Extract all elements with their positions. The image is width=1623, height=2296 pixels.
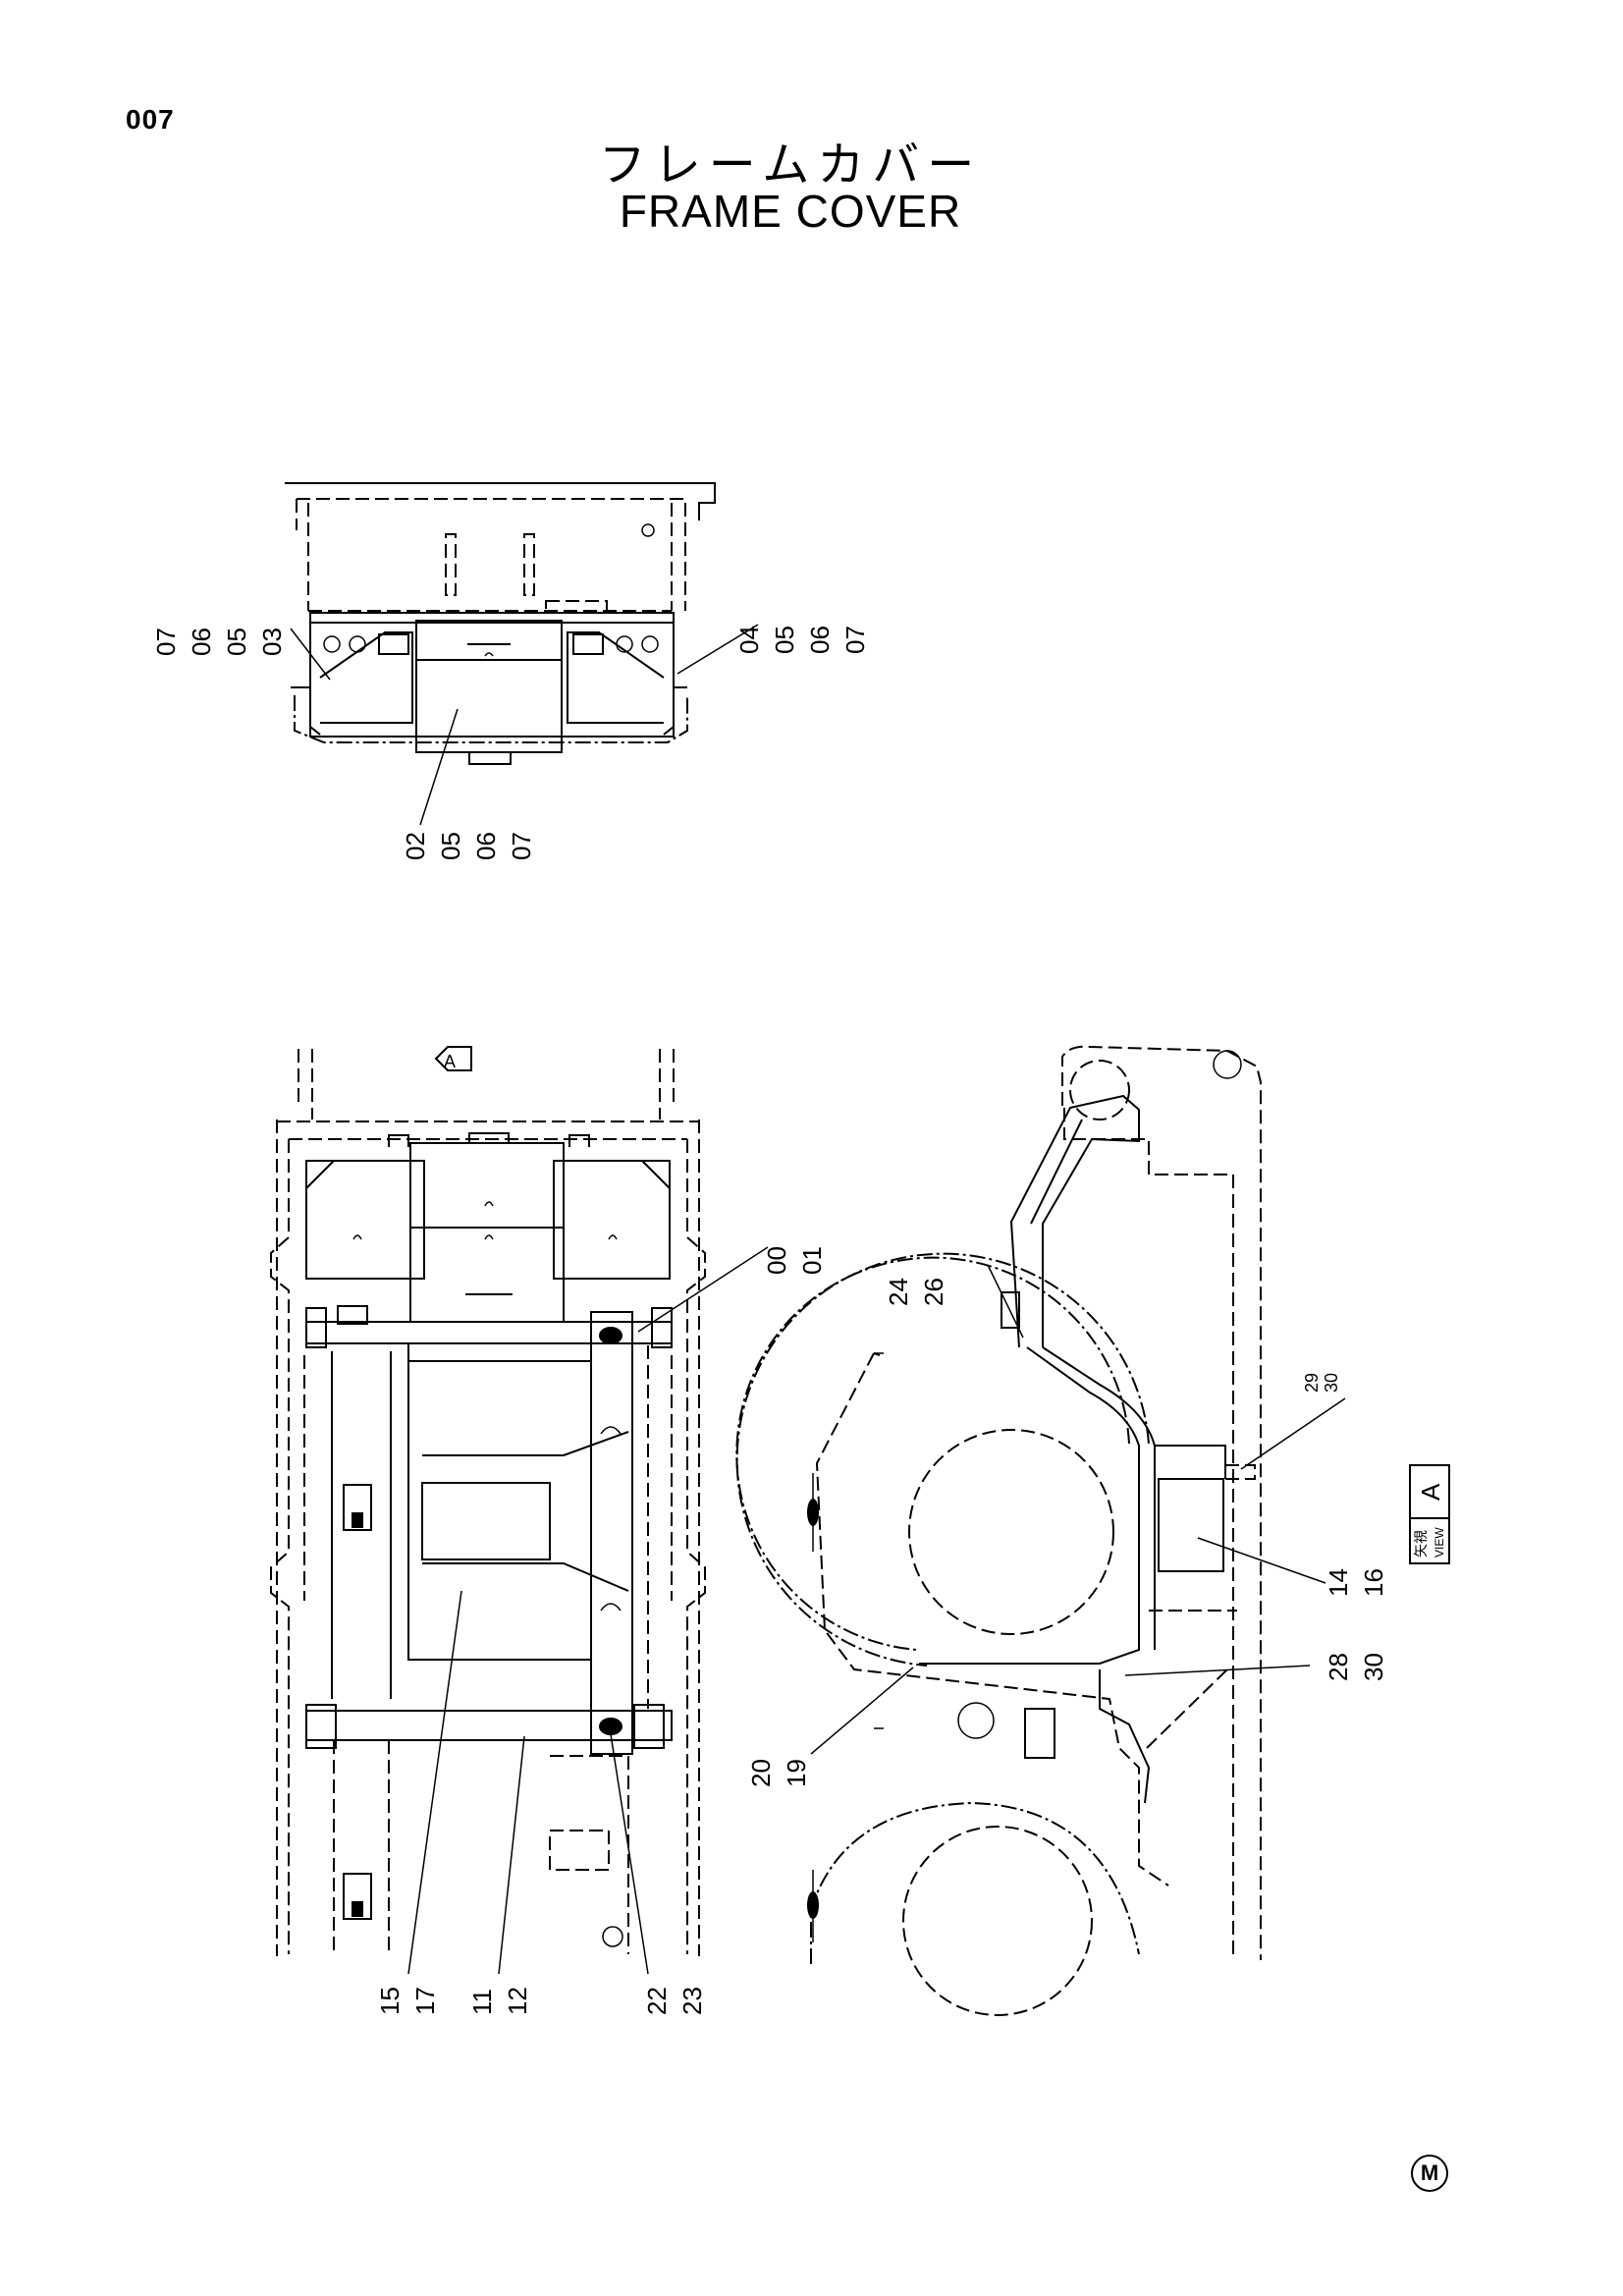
svg-text:04: 04 xyxy=(734,626,764,654)
svg-text:06: 06 xyxy=(471,832,501,860)
svg-text:07: 07 xyxy=(151,628,181,656)
svg-text:A: A xyxy=(444,1052,456,1071)
svg-text:14: 14 xyxy=(1324,1568,1353,1597)
view-a-label: 矢視 VIEW A xyxy=(1414,1483,1446,1558)
label-side-s1: 24 26 xyxy=(884,1278,948,1306)
svg-text:07: 07 xyxy=(507,832,536,860)
title-english: FRAME COVER xyxy=(619,186,962,237)
svg-text:11: 11 xyxy=(467,1989,497,2015)
svg-text:05: 05 xyxy=(222,628,251,656)
svg-text:VIEW: VIEW xyxy=(1433,1527,1446,1558)
svg-text:12: 12 xyxy=(503,1987,532,2015)
svg-text:23: 23 xyxy=(677,1987,707,2015)
top-view xyxy=(285,482,759,826)
page-number: 007 xyxy=(126,104,175,135)
svg-text:05: 05 xyxy=(436,832,465,860)
svg-text:20: 20 xyxy=(746,1759,776,1787)
label-side-s3: 14 16 xyxy=(1324,1568,1388,1597)
svg-text:00: 00 xyxy=(762,1246,791,1275)
svg-text:19: 19 xyxy=(782,1759,811,1787)
svg-text:30: 30 xyxy=(1359,1653,1388,1681)
svg-text:矢視: 矢視 xyxy=(1414,1530,1430,1558)
label-plan-b3: 22 23 xyxy=(642,1987,707,2015)
side-view xyxy=(735,1045,1450,2016)
plan-view: A xyxy=(270,1046,769,1975)
label-top-left: 03 05 06 07 xyxy=(151,628,287,656)
svg-text:06: 06 xyxy=(187,628,216,656)
label-plan-b2: 11 12 xyxy=(467,1987,532,2015)
label-plan-right: 00 01 xyxy=(762,1246,827,1275)
label-plan-b1: 15 17 xyxy=(375,1987,440,2015)
svg-text:30: 30 xyxy=(1322,1373,1341,1393)
svg-text:05: 05 xyxy=(770,626,799,654)
label-top-bottom: 02 05 06 07 xyxy=(401,832,536,860)
label-top-right: 04 05 06 07 xyxy=(734,626,870,654)
svg-text:24: 24 xyxy=(884,1278,913,1306)
label-side-s5: 20 19 xyxy=(746,1759,811,1787)
svg-text:02: 02 xyxy=(401,832,430,860)
corner-m-mark: M xyxy=(1411,2155,1448,2192)
svg-text:22: 22 xyxy=(642,1987,672,2015)
label-side-s2: 29 30 xyxy=(1302,1373,1341,1393)
svg-text:15: 15 xyxy=(375,1987,405,2015)
svg-text:26: 26 xyxy=(919,1278,948,1306)
title-japanese: フレームカバー xyxy=(598,137,983,192)
svg-text:16: 16 xyxy=(1359,1568,1388,1597)
svg-text:28: 28 xyxy=(1324,1653,1353,1681)
label-side-s4: 28 30 xyxy=(1324,1653,1388,1681)
svg-text:03: 03 xyxy=(257,628,287,656)
svg-text:01: 01 xyxy=(797,1246,827,1275)
svg-text:17: 17 xyxy=(410,1987,440,2015)
svg-text:29: 29 xyxy=(1302,1373,1322,1393)
svg-text:07: 07 xyxy=(840,626,870,654)
svg-text:A: A xyxy=(1416,1483,1445,1501)
svg-text:06: 06 xyxy=(805,626,835,654)
